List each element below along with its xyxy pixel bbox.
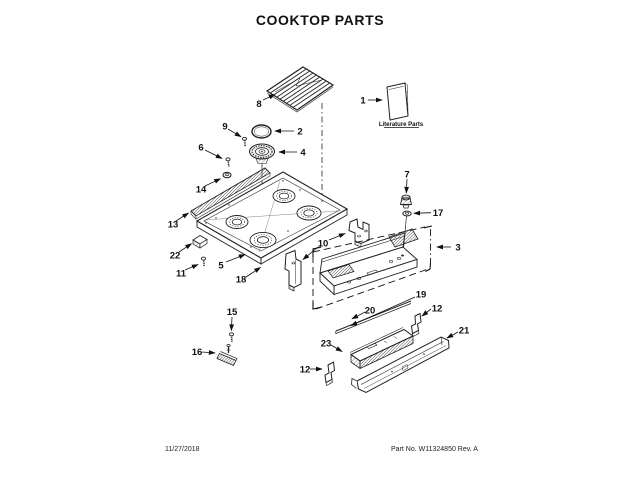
burner-rail (190, 167, 271, 220)
front-trim (351, 336, 450, 394)
callout-23: 23 (321, 339, 332, 350)
stud-hole (401, 254, 404, 257)
callout-14: 14 (196, 185, 207, 196)
screw-6 (225, 157, 231, 167)
main-cooktop (195, 171, 349, 265)
footer-part-number: Part No. W11324850 Rev. A (391, 446, 478, 453)
support-bracket-left (284, 249, 302, 292)
literature-caption: Literature Parts (379, 122, 424, 128)
screw-9 (241, 136, 248, 147)
callout-numbers: 1 2 3 4 5 6 7 8 9 10 11 12 12 13 14 15 1… (168, 96, 470, 376)
clip-12-top (410, 312, 422, 337)
callout-15: 15 (227, 307, 238, 318)
surface-burner (249, 143, 275, 233)
burner-opening-right (296, 205, 322, 221)
manifold-panel (349, 327, 414, 370)
callout-21: 21 (459, 326, 470, 337)
burner-box (319, 228, 419, 296)
callout-5: 5 (218, 261, 224, 272)
valve-orifice (399, 194, 413, 209)
callout-11: 11 (176, 269, 187, 280)
callout-13: 13 (168, 220, 179, 231)
callout-8: 8 (256, 99, 261, 110)
assembly-outline (312, 225, 433, 310)
burner-cap (251, 124, 272, 139)
gas-tube (335, 300, 412, 334)
callout-12-top: 12 (432, 304, 443, 315)
callout-9: 9 (222, 122, 227, 133)
burner-opening-front (249, 231, 277, 249)
callout-2: 2 (297, 127, 302, 138)
callout-6: 6 (198, 143, 203, 154)
nut-14 (222, 171, 232, 179)
callout-18: 18 (236, 275, 247, 286)
footer-date: 11/27/2018 (165, 446, 200, 453)
support-bracket-right (348, 218, 370, 248)
callout-17: 17 (433, 208, 444, 219)
callout-3: 3 (455, 243, 460, 254)
callout-12-bottom: 12 (300, 365, 311, 376)
callout-4: 4 (300, 148, 306, 159)
callout-10: 10 (318, 239, 329, 250)
screw-11 (200, 256, 207, 267)
clip-12-bottom (324, 361, 336, 386)
literature-booklet: Literature Parts (379, 82, 424, 128)
bracket-16 (216, 343, 238, 367)
callout-1: 1 (360, 96, 366, 107)
screw-15 (228, 332, 235, 343)
callout-16: 16 (192, 347, 203, 358)
callout-19: 19 (416, 290, 427, 301)
burner-opening-rear (272, 189, 296, 203)
leader-lines (175, 94, 459, 372)
burner-opening-left (225, 215, 249, 229)
callout-20: 20 (365, 306, 376, 317)
clip-22 (192, 234, 208, 249)
callout-22: 22 (170, 251, 181, 262)
page-title: COOKTOP PARTS (255, 12, 385, 28)
callout-7: 7 (404, 170, 409, 181)
grate (265, 66, 335, 113)
